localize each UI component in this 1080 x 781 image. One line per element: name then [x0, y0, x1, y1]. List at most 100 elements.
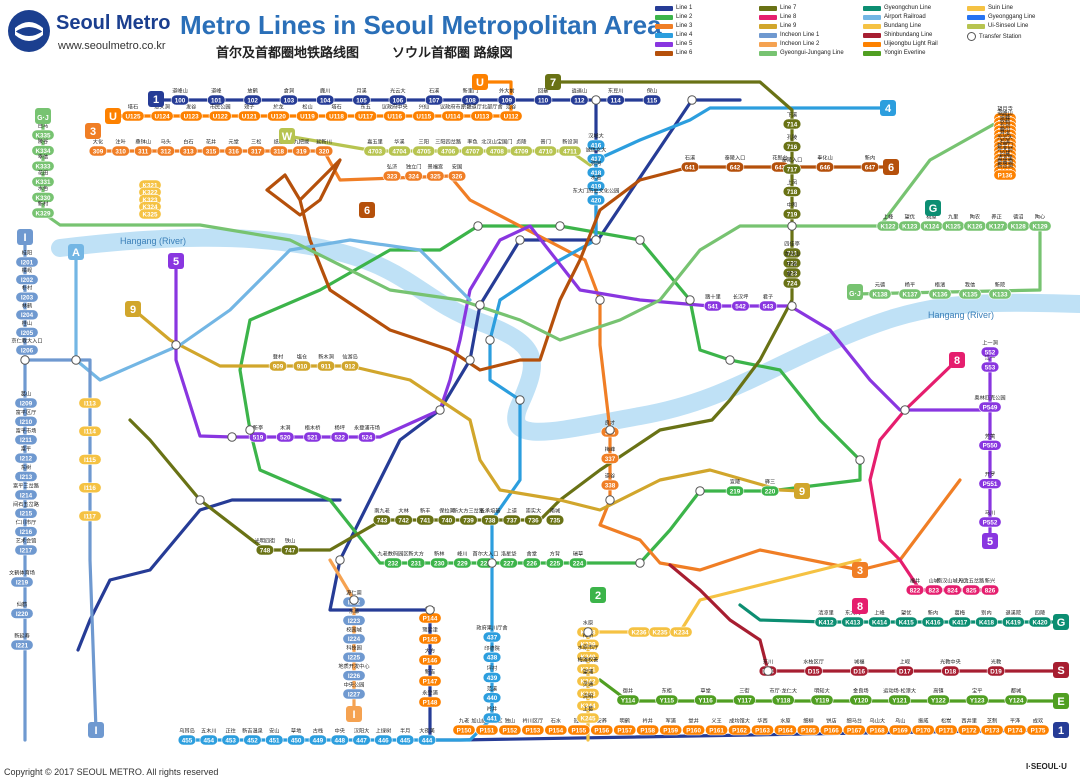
transfer-station-26[interactable] — [71, 355, 81, 365]
transfer-station-13[interactable] — [605, 495, 615, 505]
transfer-station-24[interactable] — [227, 432, 237, 442]
transfer-station-22[interactable] — [425, 605, 435, 615]
line-badge-8-16[interactable]: 8 — [949, 352, 965, 368]
station-K236[interactable]: K236 — [627, 626, 651, 638]
line-badge-G-10[interactable]: G — [925, 200, 941, 216]
logo-url[interactable]: www.seoulmetro.co.kr — [58, 40, 166, 52]
station-K234[interactable]: K234 — [669, 626, 693, 638]
transfer-station-20[interactable] — [487, 558, 497, 568]
transfer-station-8[interactable] — [435, 405, 445, 415]
line-badge-W-6[interactable]: W — [279, 128, 295, 144]
line-badge-S-23[interactable]: S — [1053, 662, 1069, 678]
transfer-station-3[interactable] — [515, 235, 525, 245]
line-badge-2-19[interactable]: 2 — [590, 587, 606, 603]
line-badge-9-17[interactable]: 9 — [794, 483, 810, 499]
station-I115[interactable]: I115 — [78, 454, 102, 465]
line-badge-8-21[interactable]: 8 — [852, 598, 868, 614]
transfer-station-33[interactable] — [763, 666, 773, 676]
line-badge-6-9[interactable]: 6 — [359, 202, 375, 218]
line-badge-7-3[interactable]: 7 — [545, 74, 561, 90]
line-badge-1-25[interactable]: 1 — [1053, 722, 1069, 738]
